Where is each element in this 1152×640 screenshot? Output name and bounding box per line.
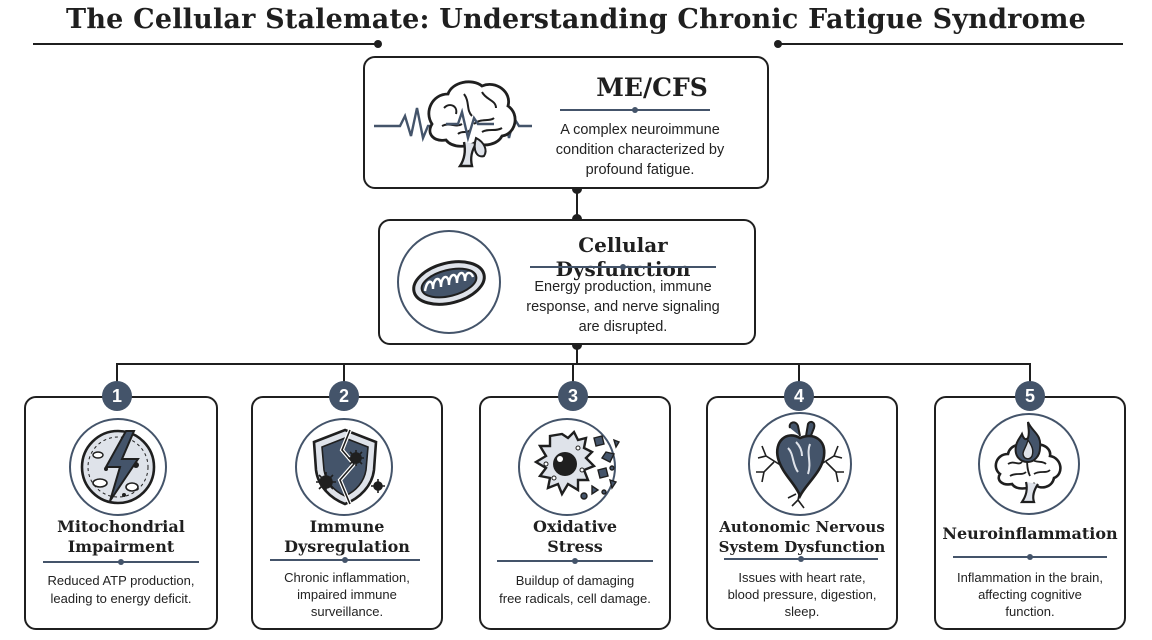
factor-separator-5 bbox=[953, 554, 1107, 560]
factor-separator-2 bbox=[270, 557, 420, 563]
middle-separator bbox=[530, 264, 716, 270]
connector-drop-2 bbox=[343, 363, 345, 383]
disintegrating-cell-icon bbox=[533, 429, 621, 500]
brain-heartbeat-icon bbox=[374, 80, 532, 168]
factor-separator-1 bbox=[43, 559, 199, 565]
factor-separator-4 bbox=[724, 556, 878, 562]
factor-heading-5: Neuroinflammation bbox=[942, 524, 1118, 543]
factor-separator-3 bbox=[497, 558, 653, 564]
factor-number-2: 2 bbox=[329, 381, 359, 411]
factor-description-3: Buildup of damaging free radicals, cell … bbox=[499, 573, 651, 606]
middle-description: Energy production, immune response, and … bbox=[526, 279, 720, 335]
factor-heading-1: Mitochondrial Impairment bbox=[57, 517, 185, 556]
damaged-mitochondria-lightning-icon bbox=[80, 429, 156, 505]
page-title: The Cellular Stalemate: Understanding Ch… bbox=[66, 4, 1086, 35]
brain-flame-icon bbox=[994, 421, 1062, 504]
heart-nerves-icon bbox=[756, 420, 844, 509]
connector-drop-3 bbox=[572, 363, 574, 383]
connector-node-middle-bottom bbox=[572, 340, 582, 350]
broken-shield-virus-icon bbox=[312, 428, 385, 506]
factor-number-5: 5 bbox=[1015, 381, 1045, 411]
connector-drop-4 bbox=[798, 363, 800, 383]
factor-heading-4: Autonomic Nervous System Dysfunction bbox=[718, 518, 886, 556]
factor-number-3: 3 bbox=[558, 381, 588, 411]
factor-number-4: 4 bbox=[784, 381, 814, 411]
root-heading: ME/CFS bbox=[596, 73, 708, 102]
connector-node-root bbox=[572, 184, 582, 194]
factor-description-5: Inflammation in the brain, affecting cog… bbox=[957, 570, 1103, 619]
factor-number-1: 1 bbox=[102, 381, 132, 411]
connector-drop-5 bbox=[1029, 363, 1031, 383]
connector-middle-bus bbox=[576, 345, 578, 364]
middle-heading: Cellular Dysfunction bbox=[556, 233, 691, 281]
title-rule-right bbox=[774, 40, 1123, 48]
factor-description-1: Reduced ATP production, leading to energ… bbox=[47, 573, 195, 606]
connector-drop-1 bbox=[116, 363, 118, 383]
factor-description-4: Issues with heart rate, blood pressure, … bbox=[727, 570, 877, 619]
root-separator bbox=[560, 107, 710, 113]
mitochondrion-icon bbox=[412, 260, 486, 306]
factor-heading-2: Immune Dysregulation bbox=[284, 517, 410, 556]
connector-root-middle bbox=[576, 189, 578, 219]
factor-heading-3: Oxidative Stress bbox=[532, 517, 618, 556]
root-description: A complex neuroimmune condition characte… bbox=[555, 122, 725, 178]
title-rule-left bbox=[33, 40, 382, 48]
factor-description-2: Chronic inflammation, impaired immune su… bbox=[284, 570, 410, 619]
